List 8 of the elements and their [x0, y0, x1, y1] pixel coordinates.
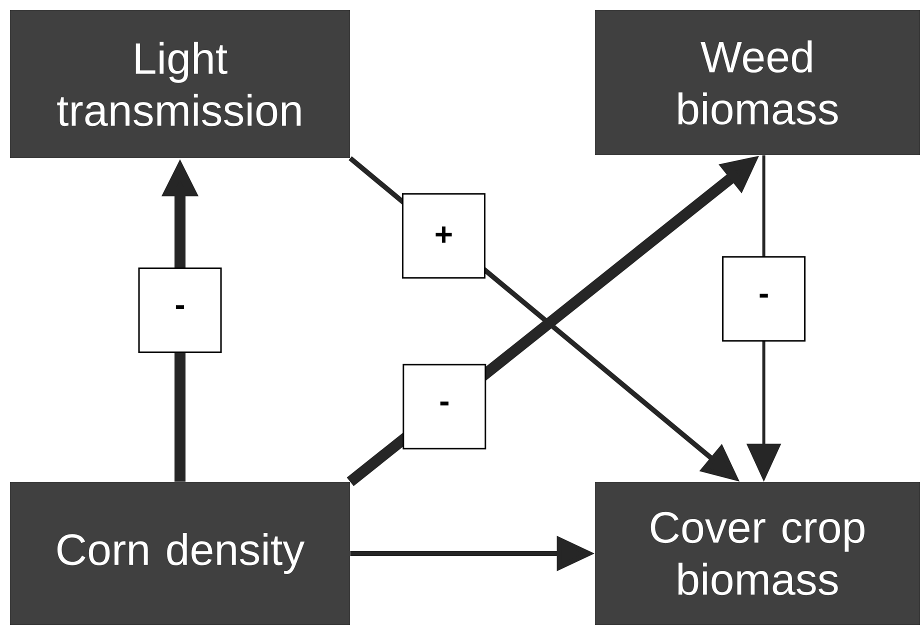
edge-label: + [402, 193, 486, 279]
text-box: Weed biomass [595, 10, 920, 155]
text-box: Corn density [10, 482, 350, 625]
text-box: Cover crop biomass [595, 482, 920, 625]
edge-label: - [722, 256, 806, 342]
edge-label: - [402, 364, 486, 450]
text-box: Light transmission [10, 10, 350, 158]
edge-label: - [138, 268, 222, 354]
